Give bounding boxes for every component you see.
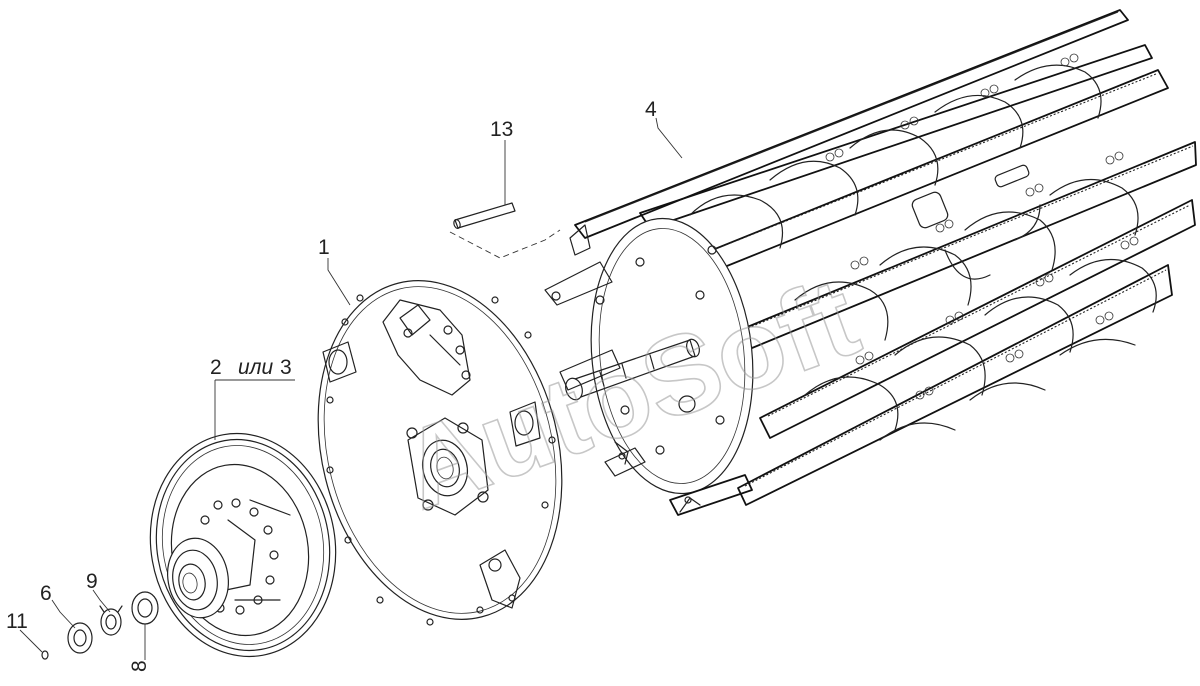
drum-clip xyxy=(604,441,646,477)
callout-11: 11 xyxy=(6,610,28,633)
callout-4: 4 xyxy=(645,98,657,121)
drum-support-discs xyxy=(689,53,1157,441)
drum-front-disc xyxy=(544,217,754,495)
callout-9: 9 xyxy=(86,570,98,593)
callout-8: 8 xyxy=(128,660,151,672)
flange-plate-part-1 xyxy=(317,280,563,626)
callout-1: 1 xyxy=(318,236,330,259)
rotor-drum xyxy=(544,9,1197,516)
drum-rasp-bars xyxy=(574,9,1197,506)
lock-washer-part-9 xyxy=(99,605,123,636)
leader-lines xyxy=(19,117,683,660)
callout-3: 3 xyxy=(280,356,292,379)
washer-part-8 xyxy=(131,591,159,625)
callout-2: 2 xyxy=(210,356,222,379)
callout-labels: 1 2 или 3 4 6 8 9 11 13 xyxy=(6,98,657,672)
callout-13: 13 xyxy=(490,118,513,141)
nut-part-6 xyxy=(67,622,93,654)
callout-2-conjunction: или xyxy=(238,356,274,379)
drum-bottom-bar xyxy=(669,474,753,516)
pin-part-13 xyxy=(449,202,561,259)
pulley-hub-part-2-or-3 xyxy=(149,432,337,658)
callout-6: 6 xyxy=(40,582,52,605)
bolt-part-11 xyxy=(41,650,49,660)
